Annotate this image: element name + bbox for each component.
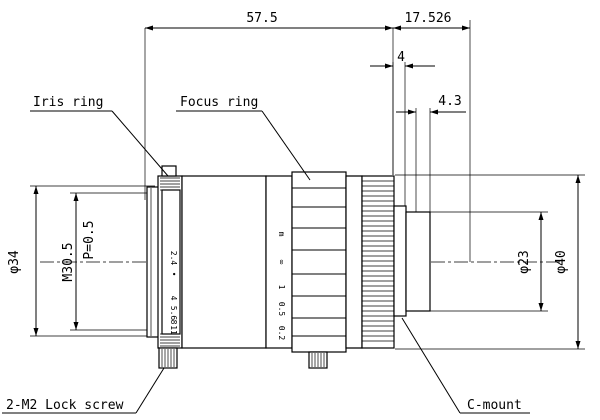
- callout-c-mount: C-mount: [401, 317, 530, 414]
- arrowhead: [405, 63, 413, 69]
- iris-scale-mark: 4: [169, 296, 178, 301]
- callout-iris-ring: Iris ring: [30, 95, 169, 177]
- dim-diameter-left: φ34: [7, 250, 22, 274]
- focus-ring-grooves: [292, 187, 346, 337]
- label-iris-ring: Iris ring: [33, 95, 103, 110]
- arrowhead: [408, 109, 416, 115]
- arrowhead: [73, 193, 79, 201]
- arrowhead: [393, 25, 401, 31]
- iris-scale-mark: •: [169, 272, 178, 277]
- focus-ring: [291, 171, 347, 353]
- arrowhead: [430, 109, 438, 115]
- dim-length-mount: 17.526: [405, 11, 452, 26]
- arrowhead: [33, 186, 39, 194]
- dim-length-a: 4: [397, 50, 405, 65]
- callout-focus-ring: Focus ring: [176, 95, 311, 181]
- arrowhead: [385, 25, 393, 31]
- iris-scale-mark: 11: [169, 325, 178, 335]
- focus-scale-mark: 1: [277, 285, 286, 290]
- lock-screw-bottom: [158, 347, 178, 369]
- dim-length-b: 4.3: [438, 94, 461, 109]
- arrowhead: [538, 303, 544, 311]
- label-lock-screw: 2-M2 Lock screw: [6, 398, 124, 413]
- focus-scale-band: [265, 175, 293, 349]
- iris-scale-band: [161, 189, 181, 335]
- focus-scale-mark: m: [277, 232, 286, 237]
- rear-knurl-lines: [362, 180, 394, 342]
- dimension-4-3: 4.3: [396, 94, 466, 212]
- dim-length-total: 57.5: [246, 11, 277, 26]
- lens-body: [146, 171, 431, 353]
- arrowhead: [575, 341, 581, 349]
- arrowhead: [385, 63, 393, 69]
- dim-diameter-mount: φ23: [517, 250, 532, 273]
- focus-scale-mark: ∞: [277, 260, 286, 265]
- arrowhead: [538, 212, 544, 220]
- label-focus-ring: Focus ring: [180, 95, 258, 110]
- iris-scale-mark: 2.4: [169, 251, 178, 266]
- dim-pitch: P=0.5: [82, 220, 97, 259]
- iris-scale-mark: 5.6: [169, 306, 178, 321]
- main-barrel: [181, 175, 267, 349]
- iris-scale-mark: 8: [169, 320, 178, 325]
- dimension-4: 4: [370, 50, 435, 210]
- focus-lock-screw: [308, 351, 328, 369]
- dim-diameter-max: φ40: [554, 250, 569, 273]
- rear-knurl: [361, 175, 395, 349]
- rear-taper: [345, 175, 363, 349]
- arrowhead: [462, 25, 470, 31]
- arrowhead: [145, 25, 153, 31]
- arrowhead: [575, 175, 581, 183]
- dimension-left: φ34 M30.5 P=0.5: [7, 185, 155, 337]
- lock-screw-top: [161, 165, 177, 177]
- focus-scale-mark: 0.2: [277, 326, 286, 341]
- dimension-right: φ23 φ40: [395, 174, 585, 350]
- callout-lock-screw: 2-M2 Lock screw: [2, 367, 165, 414]
- focus-scale: m ∞ 1 0.5 0.2: [277, 232, 286, 341]
- dimension-top: 57.5 17.526: [144, 11, 471, 262]
- dim-thread: M30.5: [61, 242, 76, 281]
- arrowhead: [73, 322, 79, 330]
- mount-flange: [393, 205, 407, 317]
- iris-scale: 2.4 • 4 5.6 8 11: [169, 251, 178, 335]
- arrowhead: [33, 328, 39, 336]
- c-mount-thread: [405, 211, 431, 312]
- focus-scale-mark: 0.5: [277, 302, 286, 317]
- label-c-mount: C-mount: [467, 398, 522, 413]
